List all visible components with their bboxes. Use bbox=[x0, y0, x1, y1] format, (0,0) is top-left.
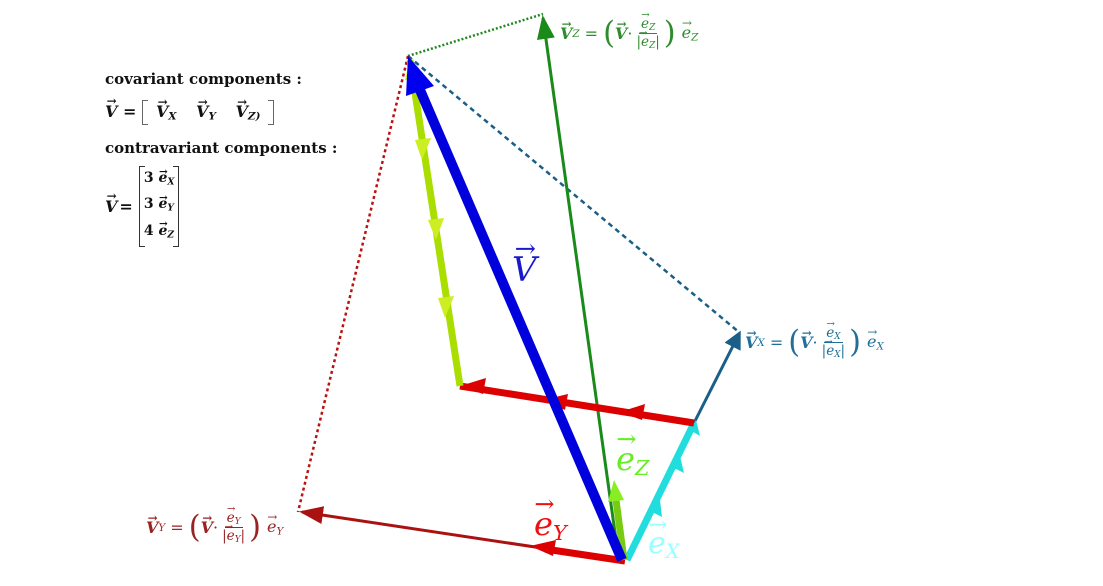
contravariant-title: contravariant components : bbox=[105, 139, 338, 157]
eZ-arrowhead-3 bbox=[415, 138, 431, 160]
covariant-row-vector: VX VY VZ) bbox=[141, 100, 275, 125]
eY-arrowhead-3 bbox=[460, 378, 486, 394]
V-vector bbox=[406, 56, 627, 562]
dotted-line-X bbox=[407, 55, 741, 334]
VX-formula: VX = ( V· eX|eX| ) eX bbox=[745, 325, 884, 360]
V-label: V bbox=[512, 250, 537, 290]
dotted-line-Y bbox=[296, 55, 410, 513]
VZ-formula: VZ = ( V· eZ|eZ| ) eZ bbox=[560, 16, 698, 51]
contravariant-column-vector: 3 eX 3 eY 4 eZ bbox=[138, 166, 180, 247]
VZ-projection-arrow bbox=[536, 15, 618, 541]
eY-label: eY bbox=[534, 505, 567, 545]
VX-projection-arrow bbox=[692, 330, 741, 424]
construction-lines bbox=[296, 12, 741, 513]
eX-basis-chain bbox=[623, 420, 700, 562]
eX-label: eX bbox=[648, 526, 680, 563]
eY-basis-vector bbox=[544, 545, 626, 565]
eX-arrowhead-2 bbox=[672, 456, 684, 473]
eZ-label: eZ bbox=[616, 440, 649, 480]
VY-formula: VY = ( V· eY|eY| ) eY bbox=[146, 510, 283, 545]
eX-arrowhead-3 bbox=[690, 420, 700, 436]
covariant-lhs: V bbox=[105, 102, 117, 121]
eZ-arrowhead-2 bbox=[428, 218, 444, 240]
covariant-equation: V = VX VY VZ) bbox=[105, 100, 275, 125]
eY-arrowhead-1 bbox=[620, 404, 645, 420]
dotted-line-Z bbox=[407, 12, 544, 58]
covariant-title: covariant components : bbox=[105, 70, 302, 88]
contravariant-lhs: V bbox=[105, 197, 117, 216]
contravariant-equation: V = 3 eX 3 eY 4 eZ bbox=[105, 166, 180, 247]
eZ-arrowhead-1 bbox=[438, 296, 454, 318]
